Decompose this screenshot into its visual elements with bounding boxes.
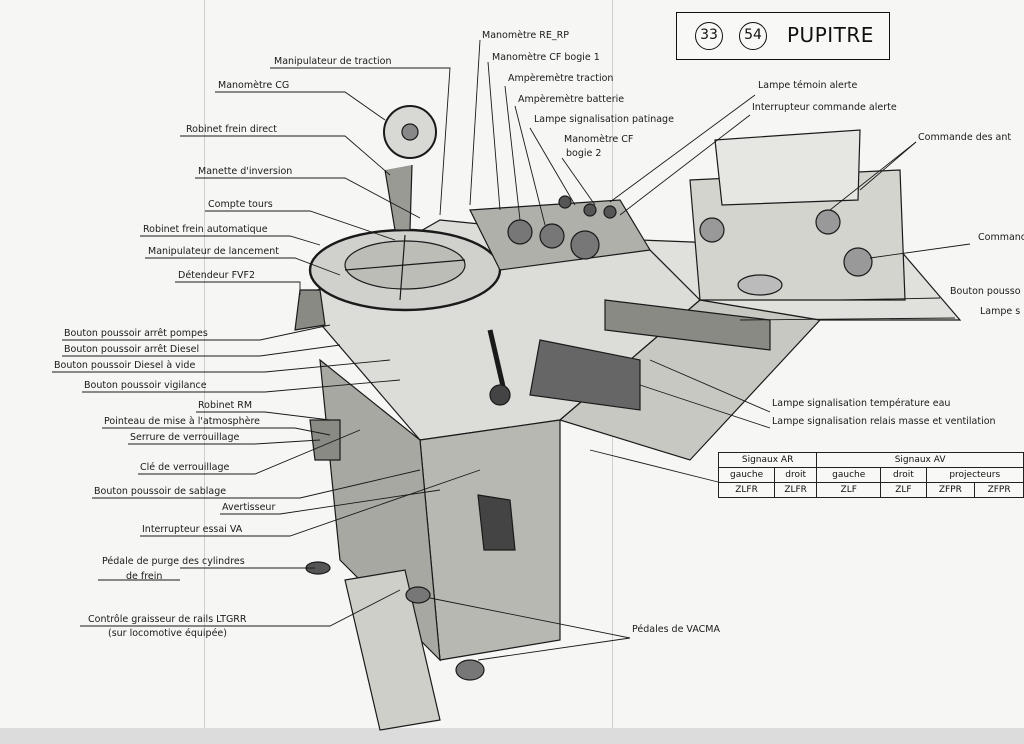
handwheel-2 xyxy=(815,209,841,235)
signals-ar-header: Signaux AR xyxy=(717,452,818,468)
label-lampe-patinage: Lampe signalisation patinage xyxy=(534,114,674,125)
label-pedale-purge-2: de frein xyxy=(126,571,163,582)
lamp-1 xyxy=(558,195,572,209)
label-serrure: Serrure de verrouillage xyxy=(130,432,240,443)
inversion-lever xyxy=(487,329,508,396)
lever-base xyxy=(489,384,511,406)
av-gauche-label: gauche xyxy=(816,467,882,483)
cell-zfpr-1: ZFPR xyxy=(925,482,976,498)
gauge-3 xyxy=(570,230,600,260)
handwheel-3 xyxy=(843,247,873,277)
label-interrupteur-alerte: Interrupteur commande alerte xyxy=(752,102,897,113)
label-arret-diesel: Bouton poussoir arrêt Diesel xyxy=(64,344,200,355)
label-manette-inversion: Manette d'inversion xyxy=(198,166,293,177)
label-graisseur-2: (sur locomotive équipée) xyxy=(108,628,227,639)
label-manometre-cf-1: Manomètre CF xyxy=(564,134,634,145)
label-avertisseur: Avertisseur xyxy=(222,502,276,513)
label-arret-pompes: Bouton poussoir arrêt pompes xyxy=(64,328,208,339)
ar-droit-label: droit xyxy=(774,467,818,483)
ar-gauche-label: gauche xyxy=(717,467,776,483)
signals-av-header: Signaux AV xyxy=(816,452,1024,468)
label-pedale-purge-1: Pédale de purge des cylindres xyxy=(102,556,245,567)
label-graisseur-1: Contrôle graisseur de rails LTGRR xyxy=(88,614,247,625)
label-manipulateur-traction: Manipulateur de traction xyxy=(274,56,392,67)
label-bouton-pousso: Bouton pousso xyxy=(950,286,1021,297)
label-lampe-temoin: Lampe témoin alerte xyxy=(758,80,858,91)
lamp-3 xyxy=(603,205,617,219)
label-robinet-frein-direct: Robinet frein direct xyxy=(186,124,277,135)
av-projecteurs-label: projecteurs xyxy=(925,467,1024,483)
label-relais-masse: Lampe signalisation relais masse et vent… xyxy=(772,416,996,427)
title-box: 33 54 PUPITRE xyxy=(676,12,890,60)
desk-left-side xyxy=(319,358,441,662)
vacma-pedal-1 xyxy=(405,586,431,604)
label-amperemetre-batterie: Ampèremètre batterie xyxy=(518,94,625,105)
label-manometre-cf-bogie1: Manomètre CF bogie 1 xyxy=(492,52,600,63)
label-pedales-vacma: Pédales de VACMA xyxy=(632,624,720,635)
dial-center xyxy=(401,123,419,141)
section-number-badge: 54 xyxy=(739,22,767,50)
label-manometre-cg: Manomètre CG xyxy=(218,80,290,91)
cabinet-pedestal xyxy=(737,274,783,296)
lamp-panel xyxy=(604,299,771,351)
label-cle: Clé de verrouillage xyxy=(140,462,230,473)
cell-zlf-droit: ZLF xyxy=(880,482,927,498)
cell-zlf-gauche: ZLF xyxy=(816,482,882,498)
lamp-2 xyxy=(583,203,597,217)
page-bottom-edge xyxy=(0,728,1024,744)
wheel-spoke xyxy=(399,234,406,301)
cell-zfpr-2: ZFPR xyxy=(974,482,1024,498)
pedal-grid xyxy=(344,569,441,731)
gauge-2 xyxy=(539,223,565,249)
foot-box xyxy=(477,494,516,551)
label-temperature-eau: Lampe signalisation température eau xyxy=(772,398,951,409)
robinet-frein-direct-body xyxy=(384,164,413,231)
label-lampe-s: Lampe s xyxy=(980,306,1021,317)
gauge-1 xyxy=(507,219,533,245)
label-commande: Commanc xyxy=(978,232,1024,243)
label-manometre-re-rp: Manomètre RE_RP xyxy=(482,30,569,41)
label-robinet-rm: Robinet RM xyxy=(198,400,253,411)
handwheel-1 xyxy=(699,217,725,243)
cell-zlfr-gauche: ZLFR xyxy=(717,482,776,498)
vacma-pedal-2 xyxy=(455,659,485,681)
label-commande-ant: Commande des ant xyxy=(918,132,1012,143)
label-diesel-vide: Bouton poussoir Diesel à vide xyxy=(54,360,196,371)
label-essai-va: Interrupteur essai VA xyxy=(142,524,243,535)
label-pointeau: Pointeau de mise à l'atmosphère xyxy=(104,416,260,427)
label-manipulateur-lancement: Manipulateur de lancement xyxy=(148,246,279,257)
signals-table: Signaux AR Signaux AV gauche droit gauch… xyxy=(717,452,1024,498)
page-title: PUPITRE xyxy=(787,23,874,47)
av-droit-label: droit xyxy=(880,467,927,483)
label-detendeur: Détendeur FVF2 xyxy=(178,270,256,281)
label-manometre-cf-2: bogie 2 xyxy=(566,148,602,159)
label-compte-tours: Compte tours xyxy=(208,199,273,210)
label-vigilance: Bouton poussoir vigilance xyxy=(84,380,207,391)
cabinet-window xyxy=(714,129,861,206)
detendeur-valve xyxy=(294,289,326,331)
label-robinet-frein-auto: Robinet frein automatique xyxy=(143,224,268,235)
page-number-badge: 33 xyxy=(695,22,723,50)
label-amperemetre-traction: Ampèremètre traction xyxy=(508,73,614,84)
switch-bank xyxy=(529,339,641,411)
label-sablage: Bouton poussoir de sablage xyxy=(94,486,227,497)
cell-zlfr-droit: ZLFR xyxy=(774,482,818,498)
wheel-spoke xyxy=(344,259,466,271)
